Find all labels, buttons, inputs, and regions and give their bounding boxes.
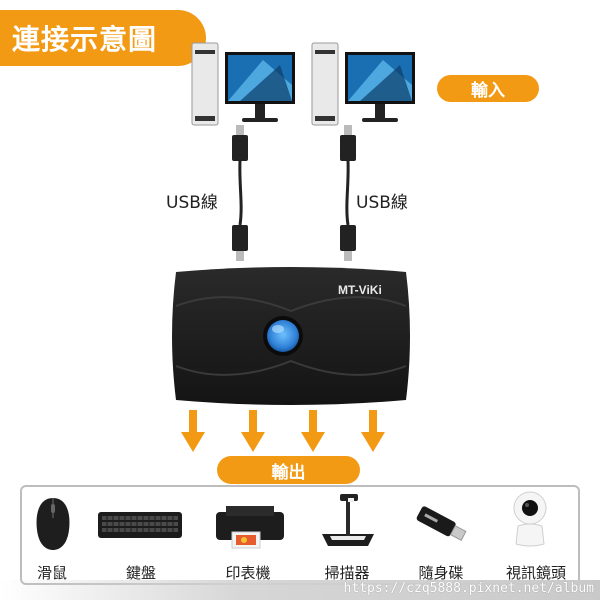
- mouse-icon: [36, 498, 70, 550]
- device-label-webcam: 視訊鏡頭: [505, 564, 566, 582]
- usb-cable-left-icon: [232, 125, 248, 261]
- brand-logo: MT-ViKi: [338, 283, 382, 297]
- device-label-printer: 印表機: [225, 564, 271, 582]
- device-label-mouse: 滑鼠: [36, 564, 67, 582]
- device-label-keyboard: 鍵盤: [125, 564, 156, 582]
- usb-cable-left-label: USB線: [166, 193, 218, 213]
- usb-cable-right-label: USB線: [356, 193, 408, 213]
- kvm-switch-icon: [172, 267, 410, 405]
- keyboard-icon: [98, 512, 182, 538]
- usb-cable-right-icon: [340, 125, 356, 261]
- watermark-text: https://czq5888.pixnet.net/album: [343, 581, 594, 596]
- webcam-icon: [513, 491, 547, 547]
- watermark-strip: [0, 580, 600, 600]
- device-label-usb-drive: 隨身碟: [418, 564, 464, 582]
- computer-right-icon: [311, 42, 415, 126]
- device-label-scanner: 掃描器: [324, 564, 370, 582]
- page-title: 連接示意圖: [0, 10, 206, 66]
- computer-left-icon: [191, 42, 295, 126]
- scanner-icon: [322, 494, 374, 546]
- printer-icon: [216, 506, 284, 549]
- output-arrows: [181, 410, 385, 452]
- usb-drive-icon: [416, 506, 467, 541]
- input-label: 輸入: [437, 75, 539, 102]
- output-label: 輸出: [217, 456, 360, 484]
